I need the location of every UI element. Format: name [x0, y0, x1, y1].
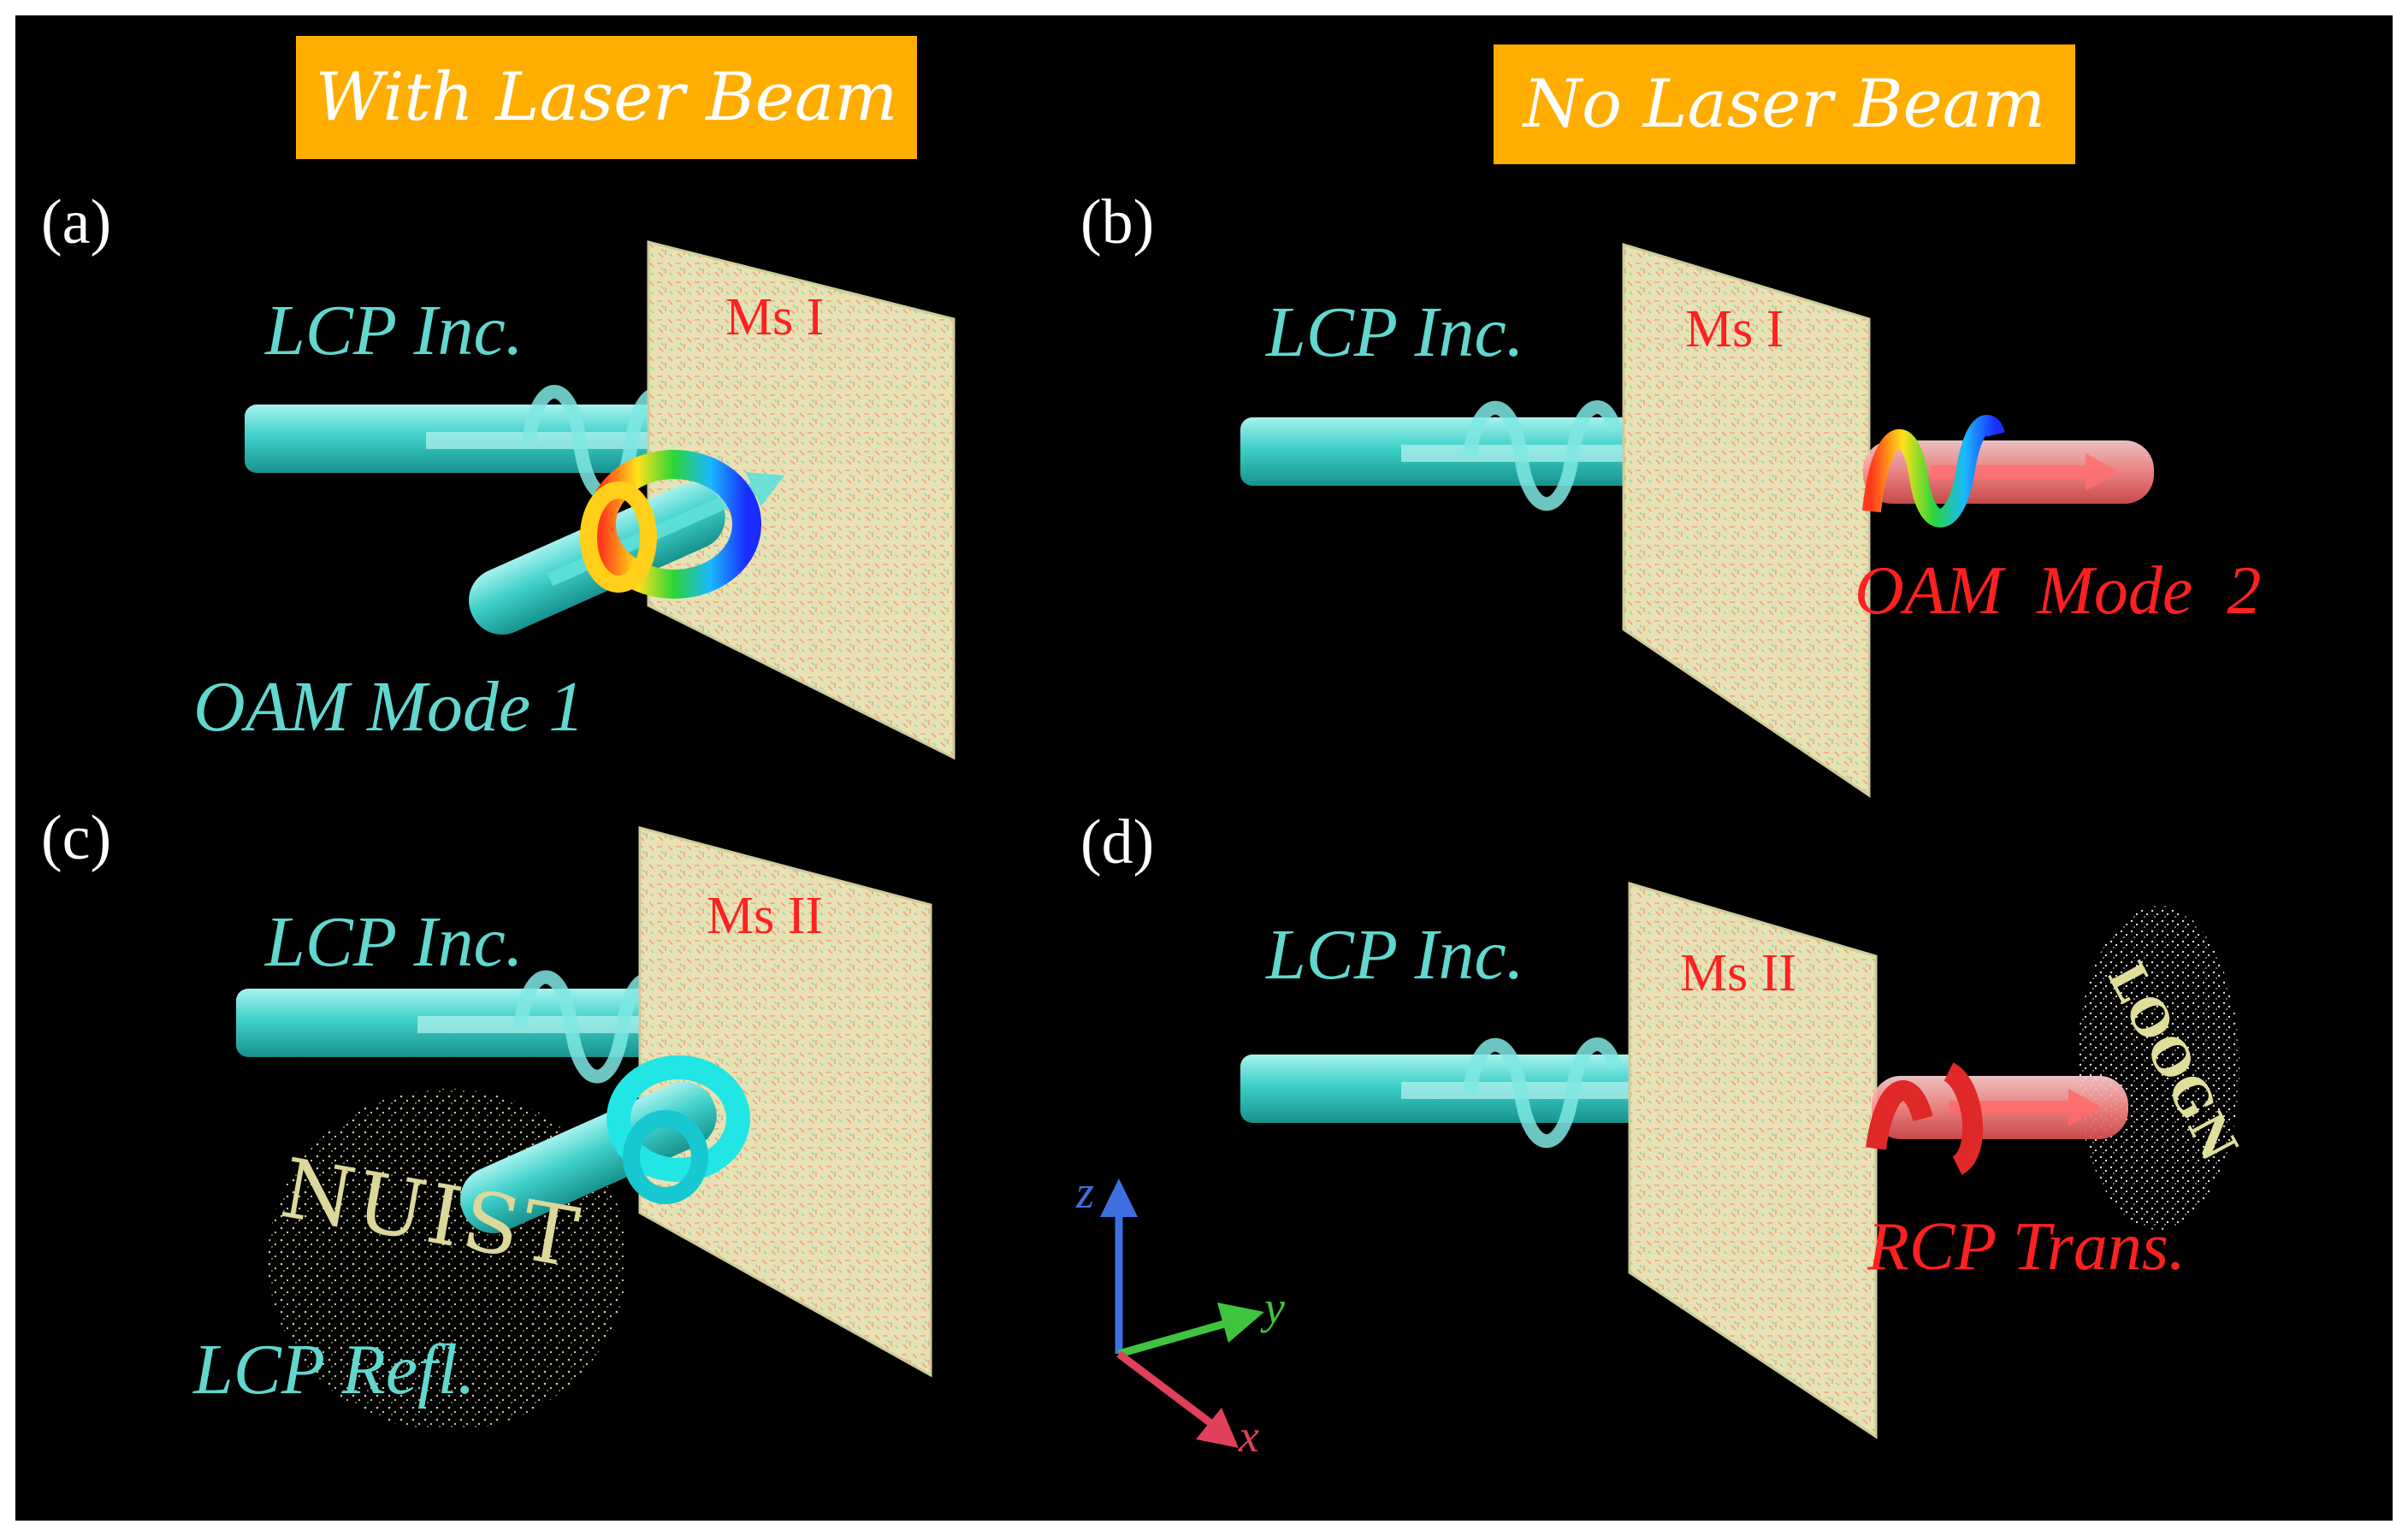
panel-d-hologram-cloud [2077, 905, 2239, 1230]
panel-d-metasurface [1628, 881, 1878, 1439]
y-axis [1117, 1318, 1232, 1358]
panel-d-rcp-helix [1866, 1062, 1984, 1175]
panel-d-surface-label: Ms II [1680, 944, 1797, 1002]
header-with-laser-beam: With Laser Beam [296, 36, 917, 159]
panel-d-label: (d) [1080, 807, 1155, 877]
panel-b-metasurface [1622, 242, 1871, 798]
panel-b-incident-arrow [1401, 430, 1709, 476]
panel-b-output-label: OAM Mode 2 [1855, 553, 2262, 629]
header-no-laser-beam: No Laser Beam [1494, 44, 2075, 164]
panel-d-lcp-helix [1463, 1037, 1622, 1149]
panel-d-transmitted-arrow [1949, 1089, 2103, 1126]
panel-b-lcp-helix [1463, 400, 1622, 511]
axis-x-label: x [1239, 1410, 1259, 1462]
panel-a-graphics [245, 240, 956, 760]
panel-c-output-label: LCP Refl. [193, 1330, 476, 1409]
axis-y-label: y [1264, 1282, 1285, 1333]
panel-b-label: (b) [1080, 187, 1155, 257]
x-axis-arrowhead [1196, 1408, 1239, 1448]
panel-c-reflected-helix [606, 1055, 750, 1182]
panel-c-label: (c) [41, 803, 112, 873]
panel-d-incident-label: LCP Inc. [1266, 915, 1524, 995]
panel-a-metasurface [647, 240, 956, 760]
panel-a-incident-label: LCP Inc. [265, 291, 524, 370]
panel-b-incident-label: LCP Inc. [1266, 292, 1524, 372]
panel-a-oam-vortex-inner [580, 481, 657, 593]
panel-b-graphics [1240, 242, 2154, 798]
panel-a-output-label: OAM Mode 1 [193, 667, 585, 747]
figure-frame: With Laser Beam No Laser Beam (a) LCP In… [15, 15, 2393, 1521]
panel-c-graphics [236, 826, 932, 1431]
panel-b-transmitted-arrow [1932, 453, 2120, 491]
panel-c-reflected-helix-inner [623, 1110, 708, 1204]
axis-z-label: z [1076, 1167, 1095, 1218]
y-axis-arrowhead [1217, 1303, 1264, 1343]
diagram-scene [236, 240, 2239, 1448]
panel-a-oam-vortex [587, 450, 761, 599]
panel-a-label: (a) [41, 187, 112, 257]
panel-c-surface-label: Ms II [707, 887, 824, 945]
coordinate-axes [1100, 1179, 1264, 1448]
x-axis [1116, 1350, 1216, 1428]
panel-d-output-label: RCP Trans. [1867, 1209, 2186, 1285]
panel-d-graphics [1240, 881, 2239, 1439]
panel-a-surface-label: Ms I [725, 288, 825, 346]
panel-b-surface-label: Ms I [1685, 300, 1784, 358]
panel-d-incident-arrow [1401, 1067, 1709, 1114]
panel-c-incident-label: LCP Inc. [265, 902, 524, 982]
panel-b-oam-vortex [1862, 415, 2005, 528]
z-axis-arrowhead [1100, 1179, 1138, 1217]
